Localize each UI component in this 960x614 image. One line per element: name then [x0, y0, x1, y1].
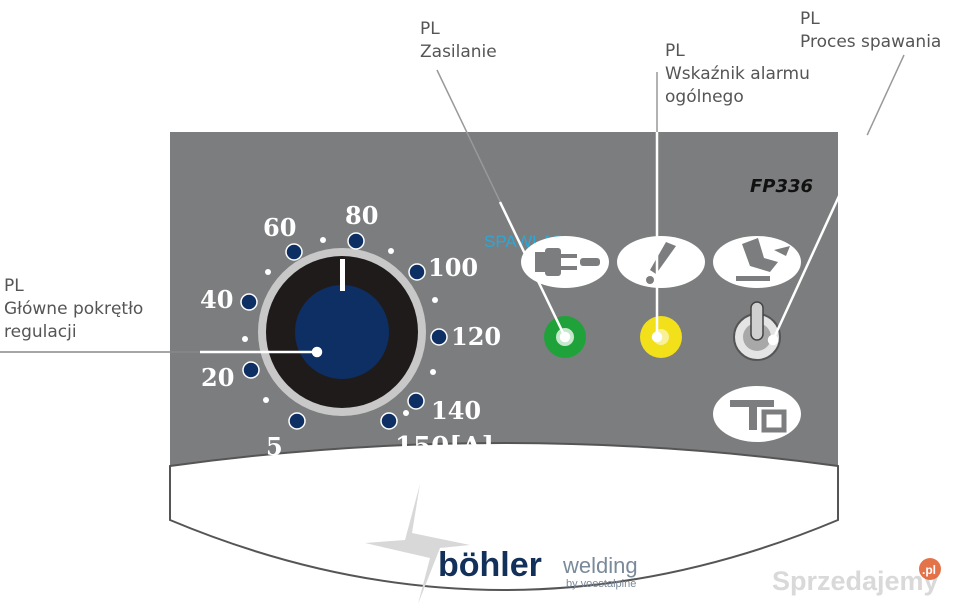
- scale-dot-140: [407, 392, 425, 410]
- callout-alarm-label-2: ogólnego: [665, 87, 744, 107]
- callout-process-label: Proces spawania: [800, 32, 942, 52]
- brand-name: böhler: [438, 546, 542, 584]
- callout-alarm: PL Wskaźnik alarmu ogólnego: [665, 40, 810, 109]
- scale-dot-120: [430, 328, 448, 346]
- power-plug-icon: [535, 248, 600, 276]
- callout-lines: [0, 54, 905, 358]
- scale-label-20: 20: [201, 363, 234, 392]
- scale-dot-60: [285, 243, 303, 261]
- dial-scale-ticks: [242, 237, 438, 416]
- callout-alarm-lang: PL: [665, 41, 685, 61]
- watermark-text: Sprzedajemy: [772, 566, 939, 596]
- brand-suffix: welding: [562, 553, 638, 578]
- callout-power-lang: PL: [420, 19, 440, 39]
- scale-label-80: 80: [345, 201, 378, 230]
- callout-process-lang: PL: [800, 9, 820, 29]
- scale-dot-100: [408, 263, 426, 281]
- callout-process: PL Proces spawania: [800, 8, 941, 54]
- scale-dot-20: [242, 361, 260, 379]
- lightning-bolt-icon: [365, 484, 470, 604]
- process-mode-icon: [730, 400, 787, 433]
- callout-knob-label-1: Główne pokrętło: [4, 299, 144, 319]
- watermark-badge: [919, 558, 941, 580]
- scale-label-140: 140: [431, 396, 481, 425]
- callout-power: PL Zasilanie: [420, 18, 497, 64]
- dial-scale-dots: [240, 232, 448, 430]
- power-symbol-badge: [521, 236, 609, 288]
- knob-center[interactable]: [295, 285, 389, 379]
- watermark-badge-text: .pl: [922, 563, 936, 577]
- callout-knob-lang: PL: [4, 276, 24, 296]
- scale-dot-80: [347, 232, 365, 250]
- scale-label-40: 40: [200, 285, 233, 314]
- scale-label-60: 60: [263, 213, 296, 242]
- model-label: FP336: [750, 176, 813, 197]
- process-toggle-switch[interactable]: [750, 301, 764, 341]
- scale-label-5: 5: [266, 432, 283, 461]
- scale-dot-40: [240, 293, 258, 311]
- scale-label-120: 120: [451, 322, 501, 351]
- brand-byline: by voestalpine: [566, 578, 636, 590]
- callout-knob: PL Główne pokrętło regulacji: [4, 275, 143, 344]
- scale-label-150-unit: 150[A]: [395, 432, 494, 462]
- callout-power-label: Zasilanie: [420, 42, 497, 62]
- scale-label-100: 100: [428, 253, 478, 282]
- brand-area: [169, 442, 839, 591]
- welding-torch-icon: [736, 238, 790, 281]
- callout-knob-label-2: regulacji: [4, 322, 77, 342]
- callout-alarm-label-1: Wskaźnik alarmu: [665, 64, 810, 84]
- scale-dot-5: [288, 412, 306, 430]
- scale-dot-150: [380, 412, 398, 430]
- knob-pointer: [340, 259, 345, 291]
